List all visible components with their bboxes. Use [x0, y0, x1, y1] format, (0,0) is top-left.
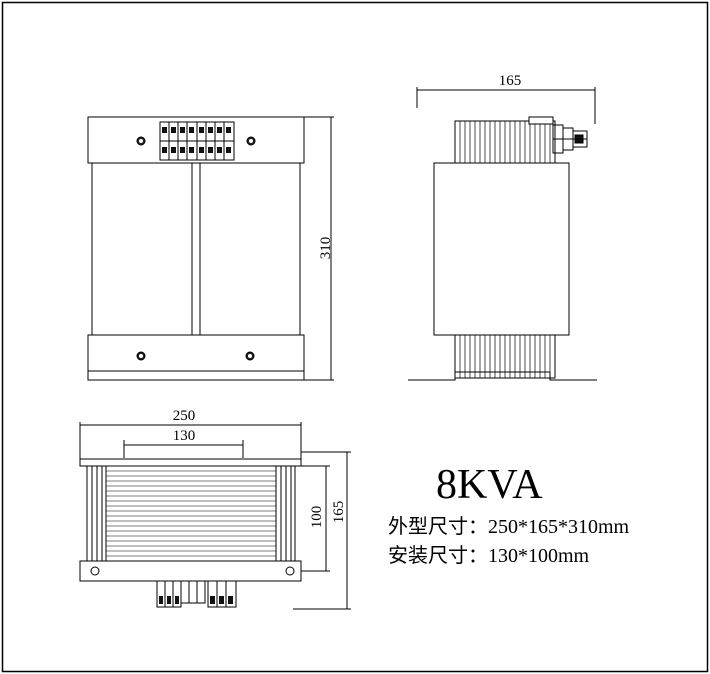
side-terminal-icon	[528, 116, 588, 154]
bolt-icon	[136, 136, 146, 146]
bolt-icon	[246, 136, 256, 146]
dimension-310-lines	[304, 116, 334, 381]
top-flange	[79, 458, 302, 467]
dimension-310-label: 310	[318, 237, 334, 260]
front-view	[87, 116, 334, 381]
front-core	[91, 162, 301, 336]
side-coil	[433, 162, 570, 336]
dimension-100-lines	[295, 465, 330, 572]
top-view	[79, 422, 351, 610]
front-bottom-bracket	[87, 334, 305, 381]
outline-size-spec: 外型尺寸：250*165*310mm	[388, 516, 630, 538]
dimension-165-top-label: 165	[331, 501, 347, 524]
terminal-block-icon	[156, 580, 237, 608]
mount-hole-icon	[90, 566, 100, 576]
dimension-165-top-lines	[293, 451, 351, 610]
dimension-165-side-label: 165	[499, 73, 522, 89]
dimension-130-label: 130	[173, 428, 196, 444]
dimension-130-lines	[123, 440, 244, 458]
side-base-plate	[408, 371, 597, 381]
dimension-100-label: 100	[309, 506, 325, 529]
dimension-165-side-lines	[416, 87, 596, 124]
mounting-size-spec: 安装尺寸：130*100mm	[388, 545, 590, 567]
side-view	[408, 87, 597, 381]
terminal-block-icon	[159, 121, 235, 161]
dimension-250-label: 250	[173, 408, 196, 424]
mount-hole-icon	[285, 566, 295, 576]
top-core	[105, 465, 277, 562]
model-title: 8KVA	[436, 462, 543, 508]
top-mount-base	[79, 560, 302, 582]
bolt-icon	[245, 351, 255, 361]
bolt-icon	[136, 351, 146, 361]
